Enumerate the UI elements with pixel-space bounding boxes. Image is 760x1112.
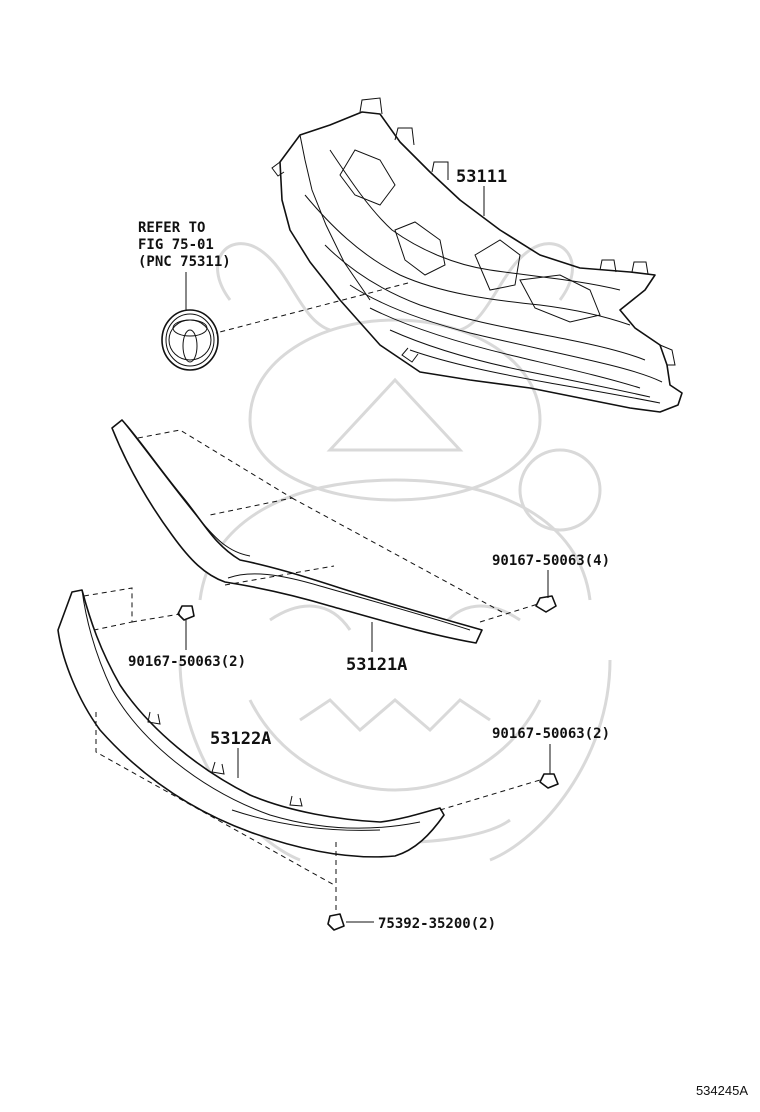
- fastener-label-upper-right: 90167-50063(4): [492, 553, 610, 569]
- reference-line-2: FIG 75-01: [138, 237, 214, 253]
- reference-line-1: REFER TO: [138, 220, 205, 236]
- fastener-label-lower-right: 90167-50063(2): [492, 726, 610, 742]
- part-label-grille: 53111: [456, 167, 507, 187]
- lower-molding-53122A: [57, 589, 445, 858]
- part-label-lower-molding: 53122A: [210, 729, 271, 749]
- samurai-helmet-watermark: [178, 242, 612, 862]
- fastener-label-bottom: 75392-35200(2): [378, 916, 496, 932]
- clip-icon: [177, 595, 559, 931]
- label-leaders: [185, 186, 551, 923]
- part-label-upper-molding: 53121A: [346, 655, 407, 675]
- assembly-leaders: [83, 282, 541, 912]
- reference-line-3: (PNC 75311): [138, 254, 231, 270]
- figure-number: 534245A: [695, 1083, 748, 1098]
- toyota-emblem-icon: [161, 309, 219, 371]
- upper-molding-53121A: [111, 419, 483, 644]
- radiator-grille-53111: [271, 97, 683, 413]
- fastener-label-left: 90167-50063(2): [128, 654, 246, 670]
